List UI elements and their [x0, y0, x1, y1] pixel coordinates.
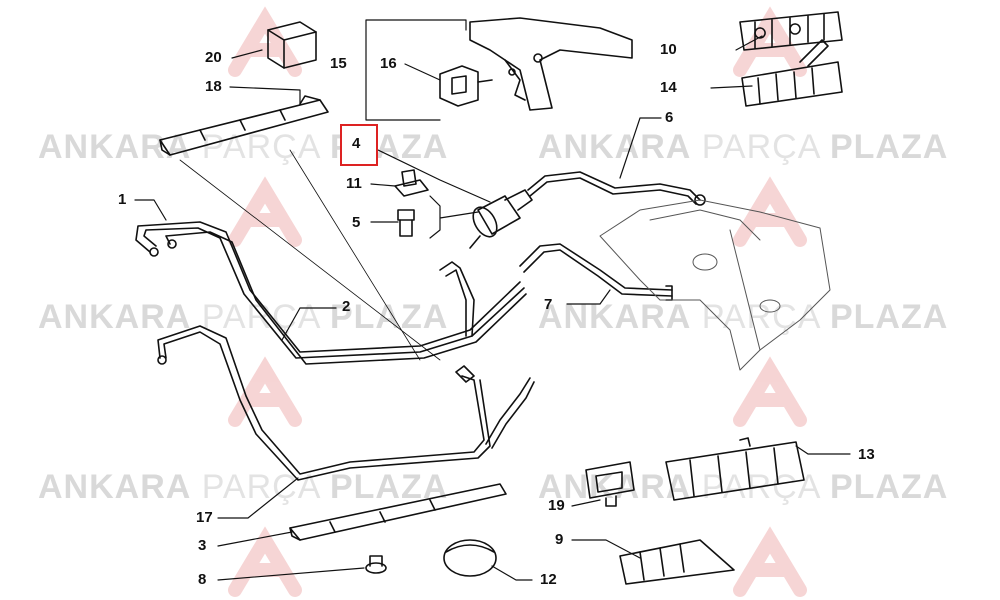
callout-9: 9: [555, 531, 564, 548]
clip-part-19[interactable]: [585, 461, 635, 507]
callout-20: 20: [205, 49, 222, 66]
bolt-part-11[interactable]: [394, 169, 429, 197]
fuel-pipe-part-2[interactable]: [439, 261, 475, 337]
bolt-part-5[interactable]: [397, 209, 415, 237]
leader-lines: [134, 19, 851, 581]
callout-17: 17: [196, 509, 213, 526]
grommet-part-12[interactable]: [443, 539, 497, 577]
callout-6: 6: [665, 109, 674, 126]
callout-15: 15: [330, 55, 347, 72]
fuel-pipe-part-17[interactable]: [157, 325, 535, 481]
fuel-pipe-bundle-part-1[interactable]: [135, 221, 527, 365]
callout-1: 1: [118, 191, 127, 208]
watermark-left: ANKARA PARÇA PLAZA: [38, 298, 449, 336]
callout-19: 19: [548, 497, 565, 514]
callout-13: 13: [858, 446, 875, 463]
clip-strip-part-14[interactable]: [741, 39, 843, 107]
relay-part-20[interactable]: [267, 21, 317, 69]
fuel-filter-part-4[interactable]: [468, 189, 533, 249]
callout-11: 11: [346, 175, 362, 192]
clip-part-16[interactable]: [439, 65, 493, 107]
watermark-right: ANKARA PARÇA PLAZA: [538, 128, 949, 166]
highlight-box: [340, 124, 378, 166]
bracket-part-15[interactable]: [469, 17, 633, 111]
callout-10: 10: [660, 41, 677, 58]
watermark-right: ANKARA PARÇA PLAZA: [538, 298, 949, 336]
callout-14: 14: [660, 79, 677, 96]
fuel-tank: [599, 199, 831, 371]
clip-strip-part-9[interactable]: [619, 539, 735, 585]
bracket-part-18[interactable]: [159, 95, 329, 156]
guide-line: [179, 159, 441, 361]
clip-strip-part-13[interactable]: [665, 437, 805, 501]
guide-line: [289, 149, 421, 361]
callout-7: 7: [544, 296, 553, 313]
callout-16: 16: [380, 55, 397, 72]
callout-8: 8: [198, 571, 207, 588]
callout-2: 2: [342, 298, 351, 315]
watermark-logo-icon: [228, 6, 807, 597]
callout-3: 3: [198, 537, 207, 554]
callout-4: 4: [352, 135, 361, 152]
callout-18: 18: [205, 78, 222, 95]
watermark-row-1: ANKARA PARÇA PLAZA ANKARA PARÇA PLAZA: [0, 128, 1000, 178]
screw-part-8[interactable]: [365, 555, 387, 574]
bracket-strip-part-3[interactable]: [289, 483, 507, 541]
callout-5: 5: [352, 214, 361, 231]
fuel-pipe-part-7[interactable]: [519, 243, 673, 301]
callout-12: 12: [540, 571, 557, 588]
clip-strip-part-10[interactable]: [739, 11, 843, 51]
watermark-row-2: ANKARA PARÇA PLAZA ANKARA PARÇA PLAZA: [0, 298, 1000, 348]
fuel-pipe-part-6[interactable]: [527, 171, 706, 206]
